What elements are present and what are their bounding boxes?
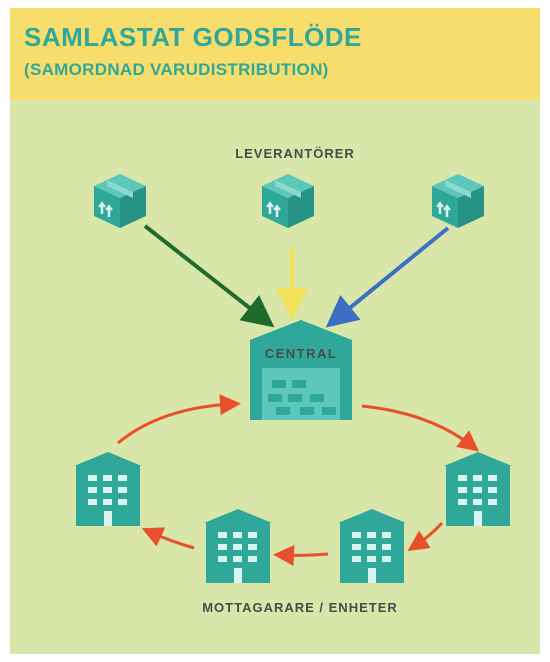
recipient-building-icon-2 (204, 509, 272, 583)
page-subtitle: (SAMORDNAD VARUDISTRIBUTION) (24, 60, 329, 79)
arrow-icon-green (143, 224, 275, 328)
flow-diagram: LEVERANTÖRER CENTRAL (74, 146, 512, 615)
arrow-icon-blue (325, 226, 450, 328)
recipients-label: MOTTAGARARE / ENHETER (202, 600, 398, 615)
recipient-building-icon-1 (74, 452, 142, 526)
recipient-building-icon-4 (444, 452, 512, 526)
central-label: CENTRAL (265, 346, 338, 361)
arrow-icon-3-to-2 (273, 545, 329, 567)
central-warehouse-icon (250, 320, 352, 420)
arrow-icon-2-to-1 (141, 527, 195, 550)
supplier-box-icon-center (260, 172, 316, 230)
infographic: SAMLASTAT GODSFLÖDE (SAMORDNAD VARUDISTR… (10, 8, 540, 654)
supplier-box-icon-left (92, 172, 148, 230)
arrow-icon-central-to-4 (361, 404, 480, 452)
suppliers-label: LEVERANTÖRER (235, 146, 355, 161)
page-title: SAMLASTAT GODSFLÖDE (24, 22, 362, 52)
arrow-icon-1-to-central (117, 394, 241, 445)
header-banner: SAMLASTAT GODSFLÖDE (SAMORDNAD VARUDISTR… (10, 8, 540, 100)
arrow-icon-4-to-3 (407, 521, 444, 551)
recipient-building-icon-3 (338, 509, 406, 583)
supplier-box-icon-right (430, 172, 486, 230)
